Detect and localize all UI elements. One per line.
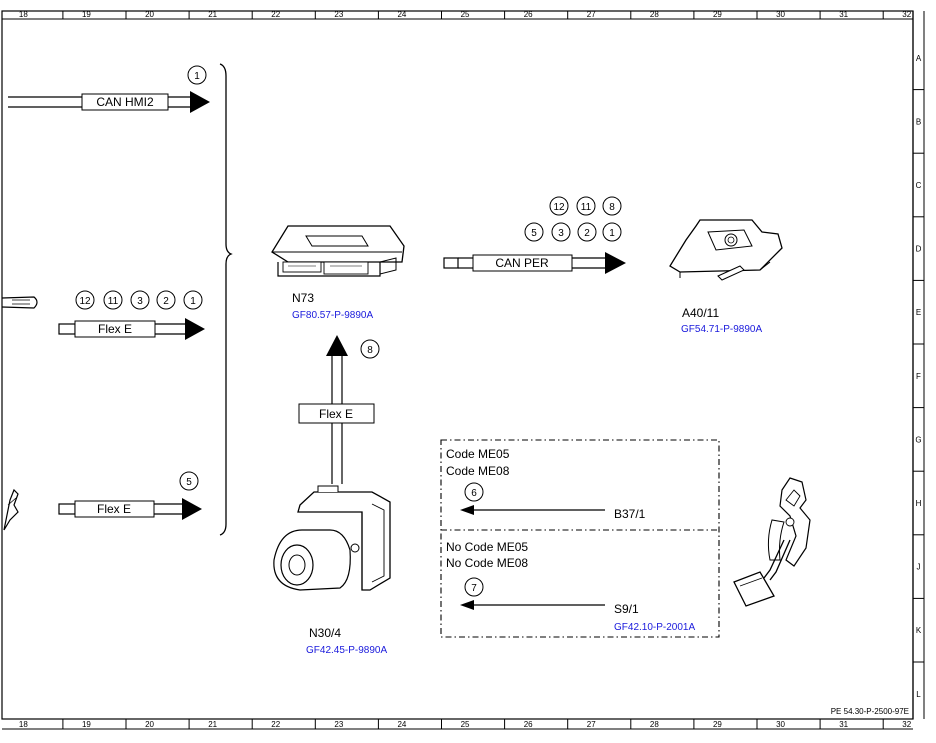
partial-connector-icon — [1, 296, 38, 309]
grid-column-label: 32 — [902, 720, 911, 729]
marker-can-hmi2: 1 — [194, 71, 200, 82]
marker: 5 — [531, 228, 537, 239]
grid-column-label: 20 — [145, 10, 154, 19]
grid-column-labels-top: 18 19 20 21 22 23 24 25 26 27 28 29 30 31 32 — [19, 10, 912, 19]
b37-1-label: B37/1 — [614, 507, 646, 521]
grid-column-label: 30 — [776, 10, 785, 19]
grid-column-label: 26 — [524, 720, 533, 729]
grid-row-label: D — [916, 245, 922, 254]
grid-column-label: 29 — [713, 720, 722, 729]
grid-row-labels: A B C D E F G H J K L — [913, 54, 924, 699]
flex-e-middle-label: Flex E — [98, 322, 132, 336]
marker: 12 — [553, 202, 565, 213]
code-lower-line-2: No Code ME08 — [446, 556, 528, 570]
grid-column-label: 23 — [334, 10, 343, 19]
grid-row-label: A — [916, 54, 922, 63]
grid-column-label: 24 — [397, 10, 406, 19]
grid-column-label: 21 — [208, 10, 217, 19]
n30-4-reference-link[interactable]: GF42.45-P-9890A — [306, 645, 387, 656]
drawing-frame — [1, 10, 914, 720]
can-per-signal: CAN PER 12 11 8 5 3 2 1 — [443, 196, 626, 274]
marker: 11 — [108, 296, 119, 307]
partial-sensor-icon — [3, 488, 19, 531]
n30-4-esp-unit-icon — [273, 485, 391, 591]
grid-column-label: 28 — [650, 10, 659, 19]
a40-11-label: A40/11 — [682, 306, 719, 320]
marker: 1 — [609, 228, 615, 239]
flex-e-bottom-signal: Flex E 5 — [58, 471, 202, 520]
grid-column-label: 32 — [902, 10, 911, 19]
grid-column-label: 20 — [145, 720, 154, 729]
a40-11-module-icon — [669, 219, 783, 281]
grid-row-label: L — [916, 690, 921, 699]
grid-column-label: 25 — [461, 720, 470, 729]
marker: 6 — [471, 488, 477, 499]
grid-row-label: G — [915, 435, 921, 444]
n73-control-unit-icon — [271, 225, 405, 277]
flex-e-bottom-label: Flex E — [97, 502, 131, 516]
brake-pedal-icon — [733, 477, 811, 607]
grid-row-label: K — [916, 626, 922, 635]
marker: 12 — [79, 296, 91, 307]
n73-label: N73 — [292, 291, 314, 305]
grid-column-labels-bottom: 18 19 20 21 22 23 24 25 26 27 28 29 30 31 32 — [19, 719, 912, 729]
s9-1-reference-link[interactable]: GF42.10-P-2001A — [614, 622, 695, 633]
flex-e-middle-signal: Flex E 12 11 3 2 1 — [58, 290, 205, 340]
n30-4-label: N30/4 — [309, 626, 341, 640]
a40-11-reference-link[interactable]: GF54.71-P-9890A — [681, 324, 762, 335]
grid-row-label: B — [916, 117, 921, 126]
grid-column-label: 19 — [82, 720, 91, 729]
flex-e-vertical-label: Flex E — [319, 407, 353, 421]
marker: 7 — [471, 583, 477, 594]
s9-1-label: S9/1 — [614, 602, 639, 616]
grid-column-label: 24 — [397, 720, 406, 729]
grid-column-label: 21 — [208, 720, 217, 729]
grid-row-label: C — [916, 181, 922, 190]
marker: 2 — [163, 296, 169, 307]
grid-column-label: 22 — [271, 720, 280, 729]
n73-reference-link[interactable]: GF80.57-P-9890A — [292, 310, 373, 321]
grid-column-label: 25 — [461, 10, 470, 19]
marker: 11 — [581, 202, 592, 213]
grid-column-label: 31 — [839, 720, 848, 729]
grid-column-label: 27 — [587, 10, 596, 19]
grid-column-label: 30 — [776, 720, 785, 729]
flex-e-vertical-signal: Flex E 8 — [298, 335, 380, 484]
can-per-label: CAN PER — [495, 256, 549, 270]
marker: 1 — [190, 296, 196, 307]
marker: 3 — [558, 228, 564, 239]
marker: 8 — [367, 345, 373, 356]
code-condition-box — [440, 439, 720, 638]
marker: 2 — [584, 228, 590, 239]
grid-column-label: 29 — [713, 10, 722, 19]
grid-row-label: E — [916, 308, 921, 317]
group-brace — [219, 63, 233, 536]
grid-column-label: 18 — [19, 10, 28, 19]
grid-column-label: 31 — [839, 10, 848, 19]
can-hmi2-label: CAN HMI2 — [96, 95, 154, 109]
grid-row-label: J — [917, 563, 921, 572]
grid-column-label: 23 — [334, 720, 343, 729]
marker: 8 — [609, 202, 615, 213]
grid-column-label: 28 — [650, 720, 659, 729]
marker: 5 — [186, 477, 192, 488]
grid-row-label: F — [916, 372, 921, 381]
code-upper-line-1: Code ME05 — [446, 447, 510, 461]
grid-column-label: 27 — [587, 720, 596, 729]
code-upper-line-2: Code ME08 — [446, 464, 510, 478]
grid-column-label: 19 — [82, 10, 91, 19]
grid-column-label: 22 — [271, 10, 280, 19]
code-lower-line-1: No Code ME05 — [446, 540, 528, 554]
grid-column-label: 18 — [19, 720, 28, 729]
document-id: PE 54.30-P-2500-97E — [831, 707, 909, 716]
grid-row-label: H — [916, 499, 922, 508]
can-hmi2-signal: CAN HMI2 1 — [8, 65, 210, 113]
marker: 3 — [137, 296, 143, 307]
grid-column-label: 26 — [524, 10, 533, 19]
